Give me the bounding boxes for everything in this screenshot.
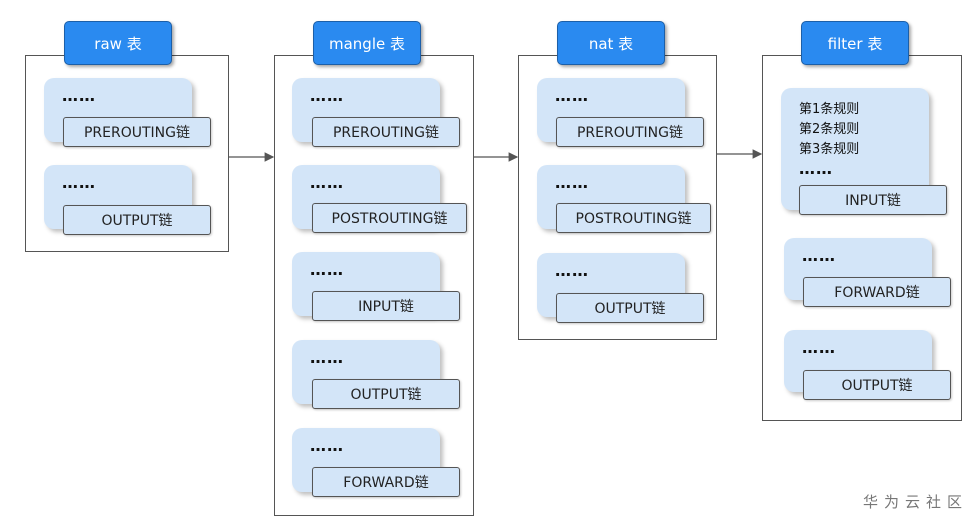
ellipsis: …… [62, 86, 96, 105]
chain-label-text: OUTPUT链 [594, 301, 666, 317]
mangle-prerouting-chain: PREROUTING链 [312, 117, 460, 147]
mangle-output-chain: OUTPUT链 [312, 379, 460, 409]
mangle-input-chain: INPUT链 [312, 291, 460, 321]
ellipsis: …… [799, 159, 833, 178]
ellipsis: …… [802, 246, 836, 265]
ellipsis: …… [310, 348, 344, 367]
mangle-table-header: mangle 表 [313, 21, 421, 65]
nat-output-chain: OUTPUT链 [556, 293, 704, 323]
filter-table-title: filter 表 [827, 34, 883, 53]
rule-list: 第1条规则 第2条规则 第3条规则 …… [799, 100, 859, 178]
watermark: 华为云社区 [862, 493, 968, 511]
mangle-table-title: mangle 表 [329, 34, 405, 53]
raw-prerouting-chain: PREROUTING链 [63, 117, 211, 147]
ellipsis: …… [555, 86, 589, 105]
chain-label-text: PREROUTING链 [332, 125, 439, 141]
rule-item: 第1条规则 [799, 102, 860, 117]
chain-label-text: POSTROUTING链 [575, 211, 692, 227]
chain-label-text: FORWARD链 [834, 285, 920, 301]
nat-postrouting-chain: POSTROUTING链 [556, 203, 711, 233]
chain-label-text: PREROUTING链 [83, 125, 190, 141]
ellipsis: …… [310, 436, 344, 455]
ellipsis: …… [310, 173, 344, 192]
filter-input-chain: INPUT链 [799, 185, 947, 215]
chain-label-text: FORWARD链 [343, 475, 429, 491]
chain-label-text: OUTPUT链 [101, 213, 173, 229]
ellipsis: …… [310, 86, 344, 105]
raw-table-title: raw 表 [94, 34, 142, 53]
ellipsis: …… [310, 260, 344, 279]
ellipsis: …… [555, 261, 589, 280]
chain-label-text: INPUT链 [358, 299, 414, 315]
raw-output-chain: OUTPUT链 [63, 205, 211, 235]
nat-prerouting-chain: PREROUTING链 [556, 117, 704, 147]
chain-label-text: OUTPUT链 [841, 378, 913, 394]
filter-forward-chain: FORWARD链 [803, 277, 951, 307]
chain-label-text: OUTPUT链 [350, 387, 422, 403]
rule-item: 第2条规则 [799, 122, 860, 137]
nat-table-title: nat 表 [588, 34, 634, 53]
filter-table-header: filter 表 [801, 21, 909, 65]
chain-label-text: POSTROUTING链 [331, 211, 448, 227]
filter-output-chain: OUTPUT链 [803, 370, 951, 400]
nat-table-header: nat 表 [557, 21, 665, 65]
raw-table-header: raw 表 [64, 21, 172, 65]
chain-label-text: PREROUTING链 [576, 125, 683, 141]
rule-item: 第3条规则 [799, 142, 860, 157]
chain-label-text: INPUT链 [845, 193, 901, 209]
mangle-postrouting-chain: POSTROUTING链 [312, 203, 467, 233]
ellipsis: …… [62, 173, 96, 192]
ellipsis: …… [802, 338, 836, 357]
mangle-forward-chain: FORWARD链 [312, 467, 460, 497]
ellipsis: …… [555, 173, 589, 192]
